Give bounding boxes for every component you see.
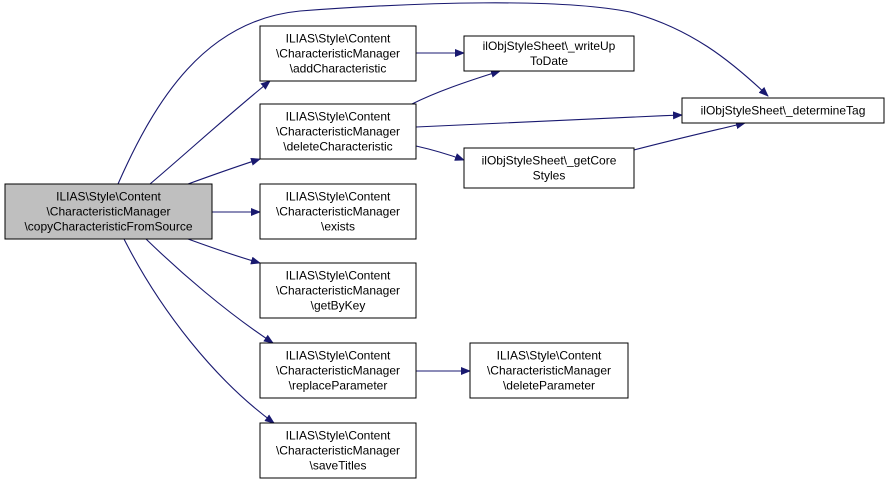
node-box [259,342,417,399]
node-label-line: \CharacteristicManager [276,205,400,219]
node-label-line: \getByKey [311,299,366,313]
node-label-line: \CharacteristicManager [46,205,170,219]
node-label-line: \deleteParameter [503,379,595,393]
node-box [259,422,417,479]
node-saveTitles[interactable]: ILIAS\Style\Content\CharacteristicManage… [259,422,417,479]
edge-getCoreStyles-to-determineTag [633,121,746,151]
node-label-line: ILIAS\Style\Content [286,32,391,46]
node-label-line: \CharacteristicManager [487,364,611,378]
node-label-line: ILIAS\Style\Content [286,110,391,124]
edge-copyCharacteristicFromSource-to-replaceParameter [145,238,274,344]
node-box [259,183,417,240]
node-label-line: ILIAS\Style\Content [56,190,161,204]
node-label-line: ILIAS\Style\Content [286,269,391,283]
node-determineTag[interactable]: ilObjStyleSheet\_determineTag [681,97,885,124]
node-box [259,103,417,160]
node-label-line: \replaceParameter [289,379,388,393]
node-label-line: ilObjStyleSheet\_writeUp [483,39,616,53]
node-replaceParameter[interactable]: ILIAS\Style\Content\CharacteristicManage… [259,342,417,399]
node-box [681,97,885,124]
edge-copyCharacteristicFromSource-to-determineTag [117,2,769,185]
node-deleteParameter[interactable]: ILIAS\Style\Content\CharacteristicManage… [469,342,629,399]
node-box [4,183,213,240]
node-deleteCharacteristic[interactable]: ILIAS\Style\Content\CharacteristicManage… [259,103,417,160]
edge-deleteCharacteristic-to-getCoreStyles [415,145,465,161]
node-label-line: \deleteCharacteristic [283,140,392,154]
node-box [259,262,417,319]
node-box [463,147,635,189]
edge-copyCharacteristicFromSource-to-getByKey [187,238,261,265]
node-label-line: \exists [321,220,355,234]
node-label-line: ilObjStyleSheet\_determineTag [701,104,866,118]
node-label-line: \CharacteristicManager [276,444,400,458]
node-label-line: \CharacteristicManager [276,47,400,61]
edge-copyCharacteristicFromSource-to-saveTitles [123,238,275,424]
node-label-line: ILIAS\Style\Content [286,429,391,443]
edge-deleteCharacteristic-to-writeUpToDate [411,69,501,105]
node-exists[interactable]: ILIAS\Style\Content\CharacteristicManage… [259,183,417,240]
node-label-line: ILIAS\Style\Content [286,349,391,363]
node-box [463,35,635,72]
node-box [259,25,417,82]
node-label-line: \CharacteristicManager [276,364,400,378]
node-box [469,342,629,399]
nodes-layer: ILIAS\Style\Content\CharacteristicManage… [4,25,885,479]
node-label-line: ILIAS\Style\Content [497,349,602,363]
node-getByKey[interactable]: ILIAS\Style\Content\CharacteristicManage… [259,262,417,319]
edge-deleteCharacteristic-to-determineTag [415,111,683,128]
edges-layer [117,2,769,424]
node-label-line: ILIAS\Style\Content [286,190,391,204]
node-label-line: Styles [533,169,566,183]
node-label-line: \CharacteristicManager [276,125,400,139]
node-label-line: \saveTitles [310,459,367,473]
node-label-line: \CharacteristicManager [276,284,400,298]
node-label-line: ilObjStyleSheet\_getCore [482,154,617,168]
edge-copyCharacteristicFromSource-to-deleteCharacteristic [187,157,261,185]
node-addCharacteristic[interactable]: ILIAS\Style\Content\CharacteristicManage… [259,25,417,82]
edge-copyCharacteristicFromSource-to-addCharacteristic [149,80,271,185]
node-copyCharacteristicFromSource[interactable]: ILIAS\Style\Content\CharacteristicManage… [4,183,213,240]
node-label-line: ToDate [530,54,568,68]
node-label-line: \copyCharacteristicFromSource [24,220,192,234]
node-label-line: \addCharacteristic [290,62,387,76]
